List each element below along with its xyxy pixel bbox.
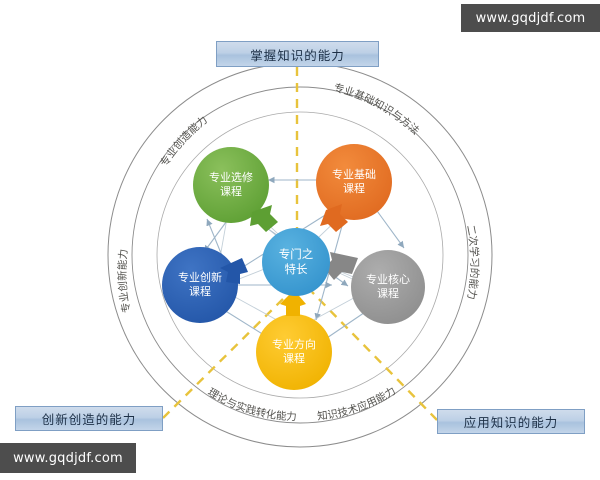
callout-top[interactable]: 掌握知识的能力 — [216, 41, 379, 67]
node-center-circle[interactable] — [262, 228, 330, 296]
ring-label-right: 二次学习的能力 — [464, 224, 481, 300]
node-core-circle[interactable] — [351, 250, 425, 324]
arrow-innovation-to-center — [220, 258, 248, 284]
node-foundation-circle[interactable] — [316, 144, 392, 220]
callout-bottom-right-label: 应用知识的能力 — [463, 415, 559, 430]
watermark-top-right: www.gqdjdf.com — [461, 4, 600, 32]
node-center-line1: 专门之 — [279, 247, 314, 261]
ring-label-left: 专业创新能力 — [116, 248, 134, 314]
ring-middle — [131, 86, 469, 424]
node-core[interactable]: 专业核心 课程 — [351, 250, 425, 324]
callout-top-label: 掌握知识的能力 — [250, 47, 345, 63]
dashed-guide-bottom-left — [162, 289, 293, 419]
node-foundation[interactable]: 专业基础 课程 — [316, 144, 392, 220]
node-elective-line1: 专业选修 — [209, 170, 253, 184]
node-direction-circle[interactable] — [256, 314, 332, 390]
arrow-elective-to-center — [250, 205, 278, 232]
node-innovation[interactable]: 专业创新 课程 — [162, 247, 238, 323]
node-elective-circle[interactable] — [193, 147, 269, 223]
node-foundation-line2: 课程 — [343, 182, 365, 195]
arrow-core-to-center — [324, 252, 358, 280]
arrow-foundation-to-center — [320, 204, 348, 232]
node-innovation-line1: 专业创新 — [178, 270, 222, 284]
ring-label-top-right: 专业基础知识与方法 — [332, 81, 422, 137]
node-elective-line2: 课程 — [220, 185, 242, 198]
callout-bottom-right[interactable]: 应用知识的能力 — [437, 409, 585, 434]
node-direction-line1: 专业方向 — [272, 337, 316, 351]
node-core-line1: 专业核心 — [366, 272, 410, 286]
node-center[interactable]: 专门之 特长 — [262, 228, 330, 296]
watermark-bottom-left: www.gqdjdf.com — [0, 443, 136, 473]
dashed-guide-bottom-right — [311, 291, 438, 421]
node-direction[interactable]: 专业方向 课程 — [256, 314, 332, 390]
callout-bottom-left[interactable]: 创新创造的能力 — [15, 406, 163, 431]
node-innovation-circle[interactable] — [162, 247, 238, 323]
node-direction-line2: 课程 — [283, 352, 305, 365]
node-center-line2: 特长 — [285, 262, 308, 276]
petal-group: 专业选修 课程 专业基础 课程 专业核心 课程 专业方向 课程 专业创新 — [162, 144, 425, 390]
dashed-guides — [162, 67, 438, 421]
ring-inner — [156, 111, 444, 399]
ring-label-bottom-right: 知识技术应用能力 — [317, 384, 398, 423]
watermark-top-right-text: www.gqdjdf.com — [475, 10, 586, 26]
chunky-arrow-group — [220, 204, 358, 316]
node-innovation-line2: 课程 — [189, 285, 211, 298]
ring-label-bottom-left: 理论与实践转化能力 — [206, 386, 297, 423]
watermark-bottom-left-text: www.gqdjdf.com — [13, 450, 123, 466]
node-foundation-line1: 专业基础 — [332, 167, 376, 181]
arrow-direction-to-center — [280, 290, 306, 316]
node-elective[interactable]: 专业选修 课程 — [193, 147, 269, 223]
callout-bottom-left-label: 创新创造的能力 — [41, 412, 137, 427]
node-core-line2: 课程 — [377, 287, 399, 300]
